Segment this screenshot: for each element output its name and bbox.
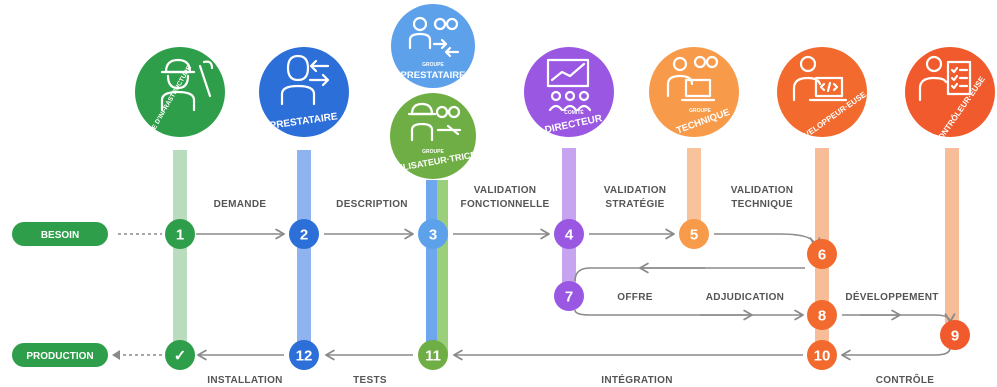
label-validation-fonctionnelle-1: VALIDATION <box>474 185 537 196</box>
actor-groupe-prestataire-small: GROUPE <box>422 62 444 68</box>
developer-laptop-icon <box>792 55 848 102</box>
actor-groupe-utilisateur: GROUPE UTILISATEUR·TRICE <box>388 93 477 179</box>
worker-wrench-icon <box>160 58 214 112</box>
checklist-icon <box>918 55 972 102</box>
svg-text:6: 6 <box>818 247 826 264</box>
lane-prestataire <box>297 150 311 355</box>
svg-text:1: 1 <box>176 227 184 244</box>
label-validation-technique-1: VALIDATION <box>731 185 794 196</box>
svg-text:12: 12 <box>296 348 313 365</box>
label-offre: OFFRE <box>617 292 652 303</box>
actor-prestataire: PRESTATAIRE <box>259 47 349 137</box>
step-8: 8 <box>807 300 837 330</box>
svg-text:10: 10 <box>814 348 831 365</box>
label-validation-strategie-1: VALIDATION <box>604 185 667 196</box>
end-pill: PRODUCTION <box>12 343 108 367</box>
svg-text:8: 8 <box>818 308 826 325</box>
label-tests: TESTS <box>353 375 387 386</box>
label-controle: CONTRÔLE <box>876 373 935 386</box>
svg-text:4: 4 <box>565 227 574 244</box>
board-presentation-icon <box>546 58 592 112</box>
lane-groupe-prestataire <box>426 180 437 355</box>
step-9: 9 <box>940 320 970 350</box>
check-icon: ✓ <box>174 348 187 365</box>
actor-groupe-technique: GROUPE TECHNIQUE <box>649 47 739 137</box>
step-6: 6 <box>807 239 837 269</box>
step-5: 5 <box>679 219 709 249</box>
group-exchange-icon <box>408 16 460 58</box>
actor-comite-directeur-small: COMITÉ <box>564 108 584 116</box>
actor-comite-directeur: COMITÉ DIRECTEUR <box>524 47 614 137</box>
label-installation: INSTALLATION <box>207 375 282 386</box>
person-exchange-icon <box>280 54 330 106</box>
label-description: DESCRIPTION <box>336 199 408 210</box>
label-validation-technique-2: TECHNIQUE <box>731 199 793 210</box>
svg-text:7: 7 <box>565 289 573 306</box>
actor-groupe-utilisateur-small: GROUPE <box>422 149 444 155</box>
actor-groupe-prestataire: GROUPE PRESTATAIRE <box>391 4 475 88</box>
label-integration: INTÉGRATION <box>601 373 672 386</box>
actor-groupe-technique-small: GROUPE <box>689 108 711 114</box>
actor-groupe-prestataire-label: PRESTATAIRE <box>401 70 466 81</box>
step-2: 2 <box>289 219 319 249</box>
label-validation-strategie-2: STRATÉGIE <box>605 197 664 210</box>
start-label: BESOIN <box>41 230 79 241</box>
svg-text:2: 2 <box>300 227 308 244</box>
group-laptop-icon <box>666 55 719 102</box>
actor-developpeur: DÉVELOPPEUR·EUSE <box>777 47 868 146</box>
step-11: 11 <box>418 340 448 370</box>
start-pill: BESOIN <box>12 222 108 246</box>
lane-groupe-utilisateur <box>437 180 448 355</box>
end-label: PRODUCTION <box>26 351 93 362</box>
lane-groupe-technique <box>687 148 701 230</box>
group-worker-icon <box>407 102 462 142</box>
svg-text:5: 5 <box>690 227 698 244</box>
svg-text:9: 9 <box>951 328 959 345</box>
svg-text:11: 11 <box>425 348 441 365</box>
label-demande: DEMANDE <box>214 199 267 210</box>
lane-controleur <box>945 148 959 323</box>
step-10: 10 <box>807 340 837 370</box>
actor-controleur: CONTRÔLEUR·EUSE <box>905 47 995 146</box>
label-validation-fonctionnelle-2: FONCTIONNELLE <box>461 199 550 210</box>
lane-gestionnaire <box>173 150 187 355</box>
step-4: 4 <box>554 219 584 249</box>
svg-text:3: 3 <box>429 227 437 244</box>
step-7: 7 <box>554 281 584 311</box>
step-1: 1 <box>165 219 195 249</box>
label-adjudication: ADJUDICATION <box>706 292 784 303</box>
label-developpement: DÉVELOPPEMENT <box>845 290 938 303</box>
step-done: ✓ <box>165 340 195 370</box>
production-arrowhead <box>112 350 120 360</box>
step-12: 12 <box>289 340 319 370</box>
step-3: 3 <box>418 219 448 249</box>
